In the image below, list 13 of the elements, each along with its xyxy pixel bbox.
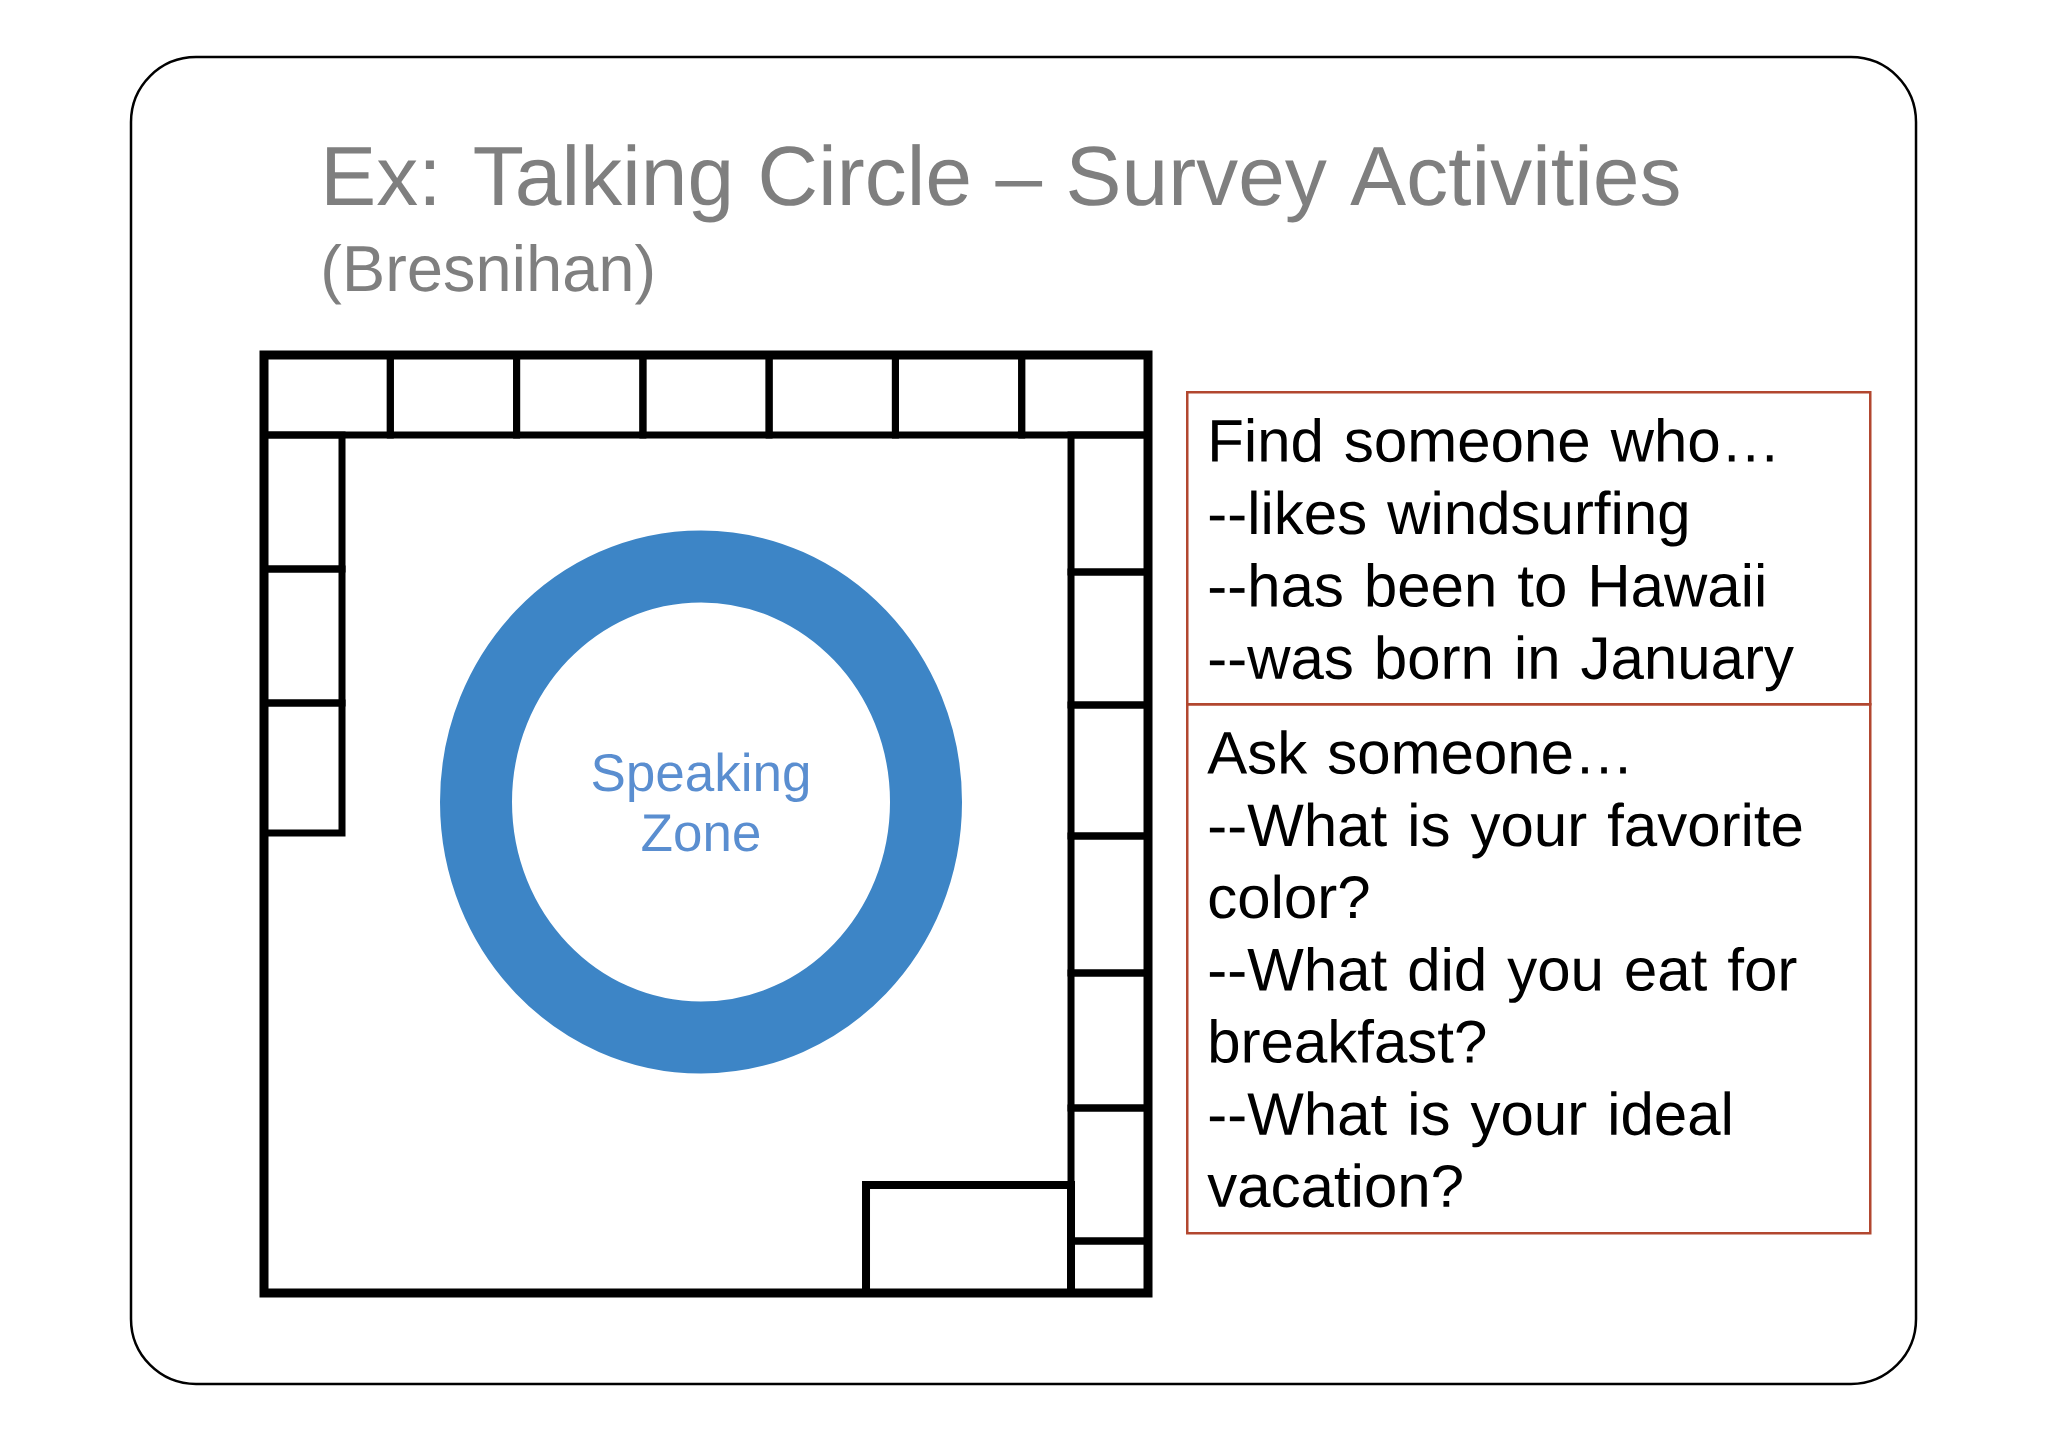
list-item: --What is your ideal vacation?: [1207, 1091, 1730, 1208]
subtitle-text: (Bresnihan): [324, 243, 653, 305]
list-item: --was born in January: [1209, 635, 1794, 692]
list-item: --likes windsurfing: [1209, 490, 1687, 547]
slide-title: Ex: Talking Circle – Survey Activities: [327, 144, 1679, 223]
list-item: --has been to Hawaii: [1209, 562, 1764, 607]
heading-text: Ask someone…: [1207, 730, 1626, 775]
list-item: --What did you eat for breakfast?: [1209, 946, 1797, 1063]
text-box: [1186, 703, 1872, 1235]
list-item: --What is your favorite color?: [1209, 802, 1802, 919]
heading-text: Find someone who…: [1212, 418, 1773, 463]
speaking-zone-ring: Speaking Zone: [440, 530, 962, 1074]
text-box: [1186, 391, 1872, 706]
